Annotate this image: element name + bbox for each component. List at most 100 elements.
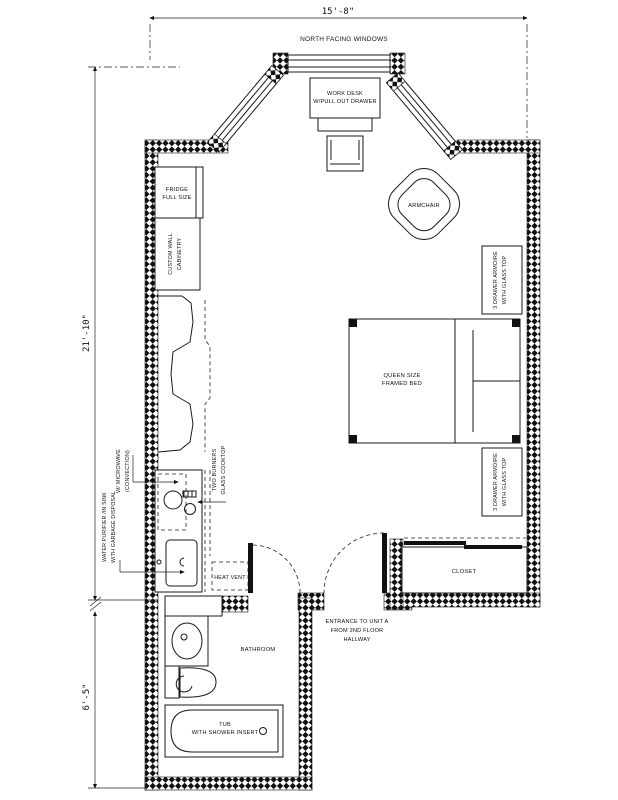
wall-bathroom-right: [298, 597, 313, 791]
microwave-outline: [157, 473, 187, 531]
water-purifier-callout: WATER PURIFIER /IN SINK WITH GARBAGE DIS…: [102, 491, 185, 575]
bathroom-door-swing: [252, 544, 301, 594]
bed-post: [349, 435, 357, 443]
burner-large: [163, 490, 183, 510]
bathroom-door: [248, 543, 301, 594]
work-desk-label: W/PULL OUT DRAWER: [313, 99, 377, 105]
cooktop-callout: TWO BURNERS GLASS COOKTOP: [197, 445, 227, 505]
toilet: [164, 665, 217, 699]
fridge: FRIDGE FULL SIZE: [154, 166, 204, 219]
entrance-door: [323, 532, 387, 594]
bay-window-left: [206, 65, 284, 153]
tub-outline: [164, 704, 284, 758]
desk-pullout: [317, 117, 373, 132]
left-upper-dimension: 21'-10": [82, 66, 180, 612]
vanity-basin: [171, 622, 203, 660]
entrance-label: HALLWAY: [343, 637, 370, 643]
microwave-label: W/ MICROWAVE: [116, 449, 122, 493]
armchair-label: ARMCHAIR: [408, 203, 439, 209]
bathtub: TUB WITH SHOWER INSERT: [164, 704, 284, 758]
heat-vent: HEAT VENT: [211, 561, 249, 591]
sink-faucet: [179, 557, 185, 567]
window-post: [207, 133, 227, 153]
window-post: [264, 65, 284, 85]
wall-right: [526, 139, 541, 608]
bay-window-right: [385, 72, 463, 160]
water-purifier-label: WITH GARBAGE DISPOSAL: [111, 491, 117, 563]
armoire-outline: [481, 245, 523, 315]
bathroom-door-leaf: [248, 543, 253, 593]
window-glazing: [218, 77, 269, 138]
left-lower-dimension-label: 6'-5": [82, 683, 92, 710]
upper-cabinet-dashed: [204, 300, 211, 452]
window-glazing: [397, 87, 448, 148]
wall-top-right: [456, 139, 541, 154]
work-desk-label: WORK DESK: [327, 91, 363, 97]
window-glazing: [221, 80, 273, 141]
cooktop-label: GLASS COOKTOP: [221, 445, 227, 494]
armchair-outline: [387, 167, 461, 241]
top-dimension-label: 15'-8": [322, 7, 355, 17]
fridge-outline: [154, 166, 204, 219]
armoire-upper-label: 3 DRAWER ARMOIRE: [493, 251, 499, 309]
dimension-break-tick: [89, 601, 102, 612]
cooktop-controls: [182, 490, 197, 498]
cabinetry-label: CUSTOM WALL: [168, 233, 174, 274]
window-frame: [287, 54, 391, 73]
fridge-label: FULL SIZE: [162, 195, 191, 201]
bay-window-center: [272, 52, 406, 75]
armoire-lower: 3 DRAWER ARMOIRE WITH GLASS TOP: [481, 447, 523, 517]
bed-post: [512, 319, 520, 327]
window-glazing: [400, 84, 452, 145]
bathroom-label: BATHROOM: [241, 647, 276, 653]
window-post: [389, 52, 406, 75]
wall-bathroom-bottom: [144, 776, 313, 791]
wall-top-left: [144, 139, 229, 154]
armchair-cushion: [397, 178, 451, 232]
cabinetry-label: CABINETRY: [177, 238, 183, 271]
chair-outline: [326, 135, 364, 172]
vanity-sink: [164, 615, 209, 667]
sink-basin: [165, 539, 198, 587]
bed-post: [349, 319, 357, 327]
dimension-break-tick: [89, 596, 102, 607]
fridge-label: FRIDGE: [166, 187, 188, 193]
desk-outline: [309, 77, 381, 119]
entrance-note: ENTRANCE TO UNIT A FROM 2ND FLOOR HALLWA…: [326, 619, 389, 643]
tub-label: WITH SHOWER INSERT: [192, 730, 259, 736]
sink-knob: [156, 559, 162, 565]
armoire-lower-label: WITH GLASS TOP: [502, 458, 508, 507]
vanity-drain: [180, 633, 188, 641]
entrance-label: FROM 2ND FLOOR: [331, 628, 384, 634]
microwave-callout: W/ MICROWAVE (CONVECTION): [116, 449, 179, 493]
wall-under-closet: [401, 592, 541, 608]
tub-basin: [170, 709, 279, 753]
closet-outline: [401, 546, 528, 594]
cabinet-outline: [154, 217, 201, 291]
wall-left-bathroom: [144, 599, 159, 791]
counter-outline: [154, 469, 203, 593]
desk-chair: [326, 135, 364, 172]
entrance-door-swing: [323, 532, 385, 594]
entrance-label: ENTRANCE TO UNIT A: [326, 619, 389, 625]
queen-bed: QUEEN SIZE FRAMED BED: [348, 318, 521, 444]
tub-drain: [259, 727, 267, 735]
window-post: [443, 140, 463, 160]
water-purifier-label: WATER PURIFIER /IN SINK: [102, 492, 108, 562]
toilet-tank: [164, 665, 180, 699]
wall-cabinet: CUSTOM WALL CABINETRY: [154, 217, 201, 291]
cooktop-counter: [154, 469, 203, 593]
wall-bottom-segment: [221, 595, 249, 613]
left-upper-dimension-label: 21'-10": [82, 314, 92, 352]
burner-small: [184, 503, 196, 515]
counter-edge: [157, 295, 194, 453]
entrance-door-leaf: [382, 533, 387, 593]
work-desk: WORK DESK W/PULL OUT DRAWER: [309, 77, 381, 132]
cooktop-label: TWO BURNERS: [212, 448, 218, 491]
top-dimension: 15'-8": [149, 7, 528, 138]
kitchen-sink: [156, 539, 198, 587]
tub-label: TUB: [219, 722, 231, 728]
toilet-bowl: [179, 667, 217, 698]
